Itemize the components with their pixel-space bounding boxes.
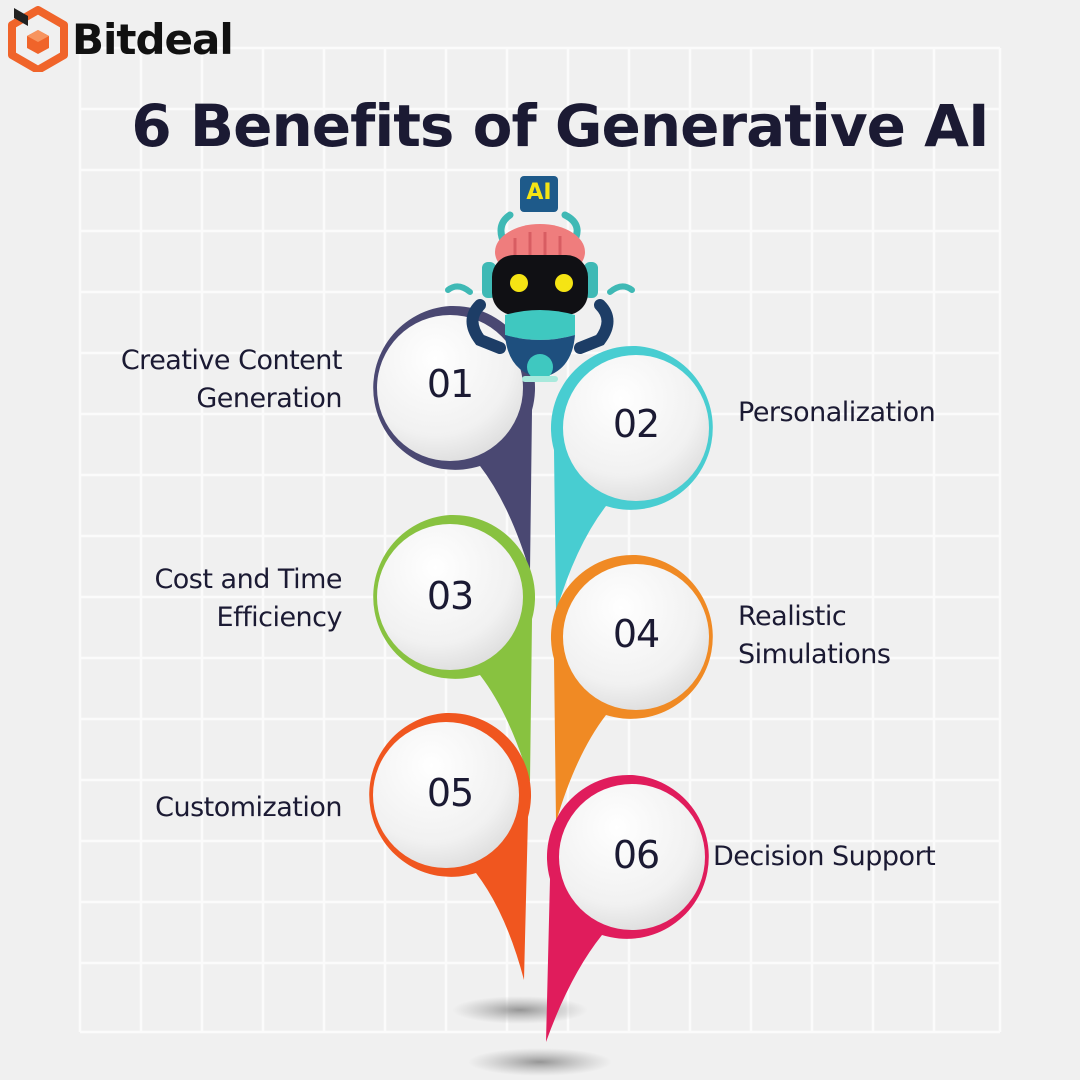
benefit-number: 04	[612, 612, 660, 656]
benefit-number: 02	[612, 402, 660, 446]
page-title: 6 Benefits of Generative AI	[131, 92, 989, 160]
pin-04	[550, 554, 713, 822]
benefit-number: 06	[612, 833, 660, 877]
benefit-label: Personalization	[738, 397, 936, 428]
benefit-label: Decision Support	[713, 841, 936, 872]
benefit-number: 05	[426, 771, 474, 815]
benefit-label: Creative Content Generation	[120, 345, 343, 414]
benefit-label: Realistic Simulations	[738, 601, 891, 670]
pin-shadow	[468, 1048, 612, 1076]
pin-02	[550, 345, 713, 612]
pin-shadow	[452, 996, 588, 1024]
pin-05	[369, 712, 532, 980]
pin-06	[546, 774, 709, 1042]
benefit-label: Cost and Time Efficiency	[154, 564, 342, 633]
brand-name: Bitdeal	[72, 14, 234, 64]
pin-01	[373, 305, 536, 572]
benefit-number: 01	[426, 362, 474, 406]
bitdeal-logo: Bitdeal	[8, 6, 234, 72]
pin-03	[373, 514, 536, 782]
bitdeal-hexagon-icon	[8, 6, 68, 72]
ai-badge: AI	[526, 180, 552, 205]
benefit-label: Customization	[155, 792, 342, 823]
benefit-number: 03	[426, 574, 474, 618]
ai-robot-illustration	[445, 176, 635, 382]
